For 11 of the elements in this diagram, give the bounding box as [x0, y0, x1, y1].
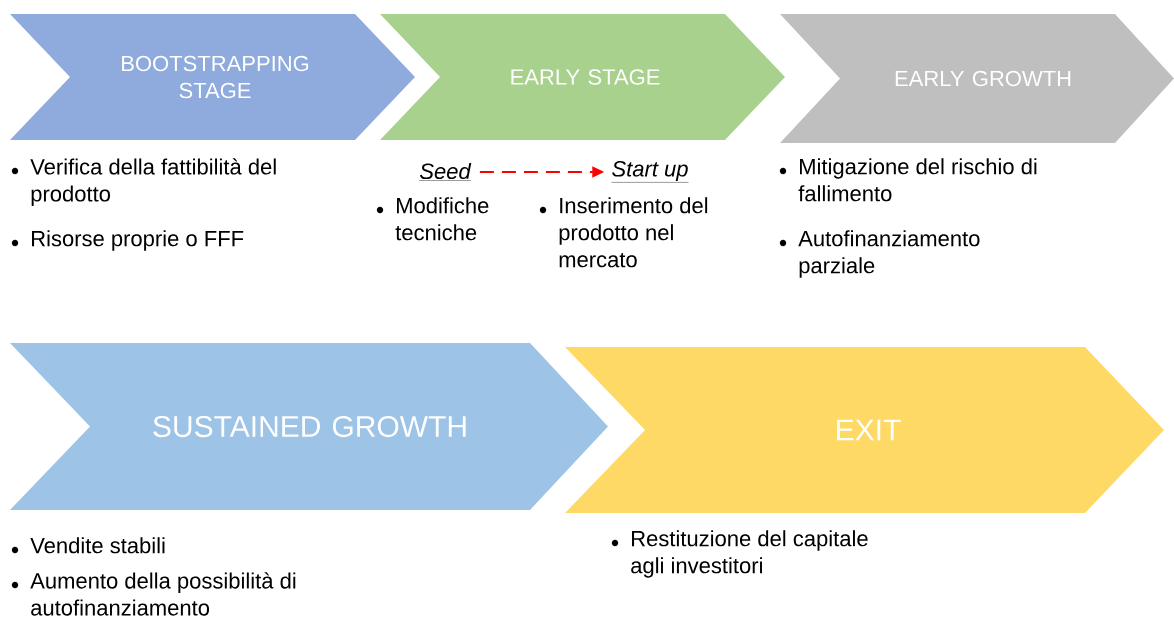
bullet-text: Mitigazione del rischio di fallimento	[798, 158, 1037, 202]
bullet-text: Autofinanziamento parziale	[798, 230, 980, 278]
stage-label: Seed	[419, 162, 472, 181]
bullet-text: Inserimento del prodotto nel mercato	[559, 197, 708, 268]
bullet-text: Verifica della fattibilità del prodotto	[30, 158, 276, 206]
bullet-text: Restituzione del capitale agli investitori	[631, 530, 868, 578]
bullet-text: Risorse proprie o FFF	[32, 230, 244, 251]
bullet-text: Aumento della possibilità di autofinanziamento	[30, 572, 296, 616]
stage-label: Start up	[611, 161, 689, 183]
bullet-text: Modifiche tecniche	[395, 197, 489, 241]
bullet-text: Vendite stabili	[30, 537, 165, 554]
